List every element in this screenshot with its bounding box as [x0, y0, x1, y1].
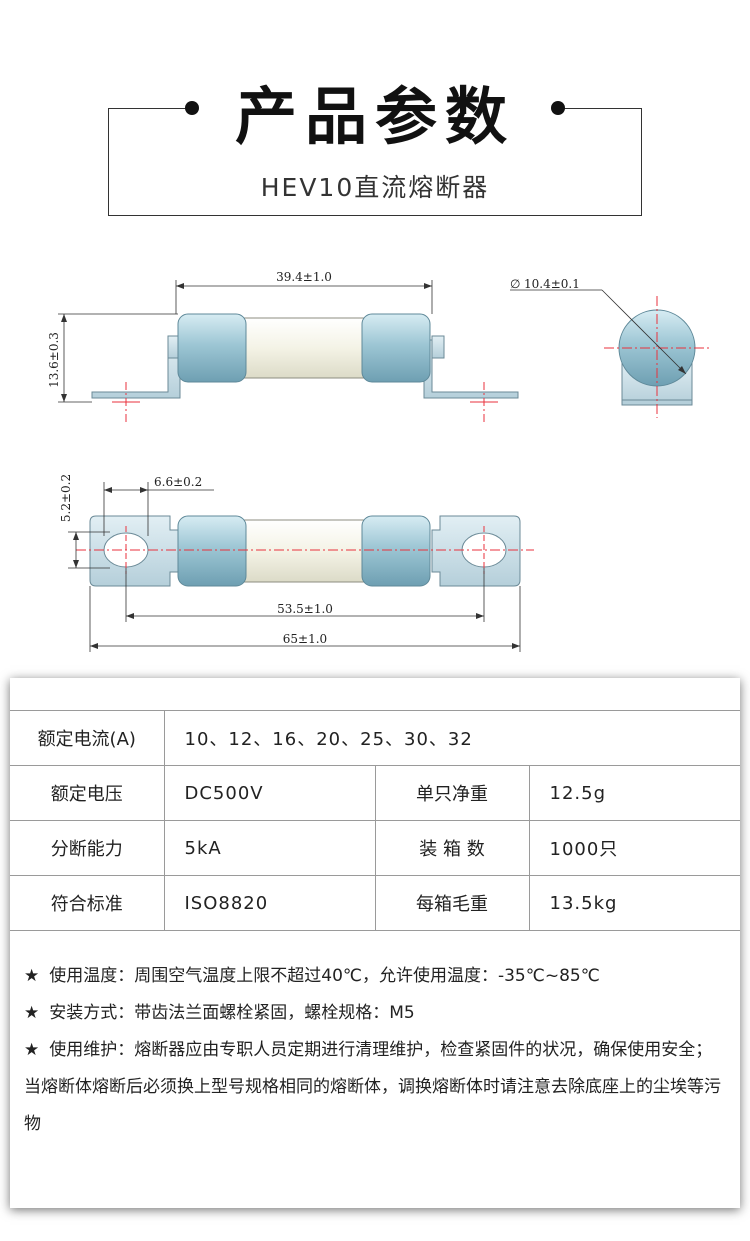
table-row: 符合标准 ISO8820 每箱毛重 13.5kg	[10, 875, 740, 931]
star-icon: ★	[24, 1003, 40, 1023]
top-fuse-body	[243, 519, 365, 583]
standard-label: 符合标准	[10, 875, 164, 931]
top-view: 6.6±0.2 5.2±0.2 53.5±1.0 65±1.0	[59, 474, 534, 652]
rated-current-label: 额定电流(A)	[10, 710, 164, 766]
top-end-cap-right	[361, 515, 431, 587]
table-row: 额定电流(A) 10、12、16、20、25、30、32	[10, 710, 740, 766]
side-end-cap-right	[361, 313, 431, 383]
standard-value: ISO8820	[163, 875, 375, 931]
breaking-capacity-value: 5kA	[163, 820, 375, 876]
title-frame-top-left	[108, 108, 192, 109]
spec-table: 额定电流(A) 10、12、16、20、25、30、32 额定电压 DC500V…	[10, 710, 740, 931]
title-frame	[108, 108, 642, 216]
breaking-capacity-label: 分断能力	[10, 820, 164, 876]
table-row: 分断能力 5kA 装 箱 数 1000只	[10, 820, 740, 876]
note-temperature: ★使用温度：周围空气温度上限不超过40℃，允许使用温度：-35℃~85℃	[24, 966, 600, 986]
end-view: ∅ 10.4±0.1	[510, 277, 710, 418]
top-end-cap-left	[177, 515, 247, 587]
dim-slot-height: 5.2±0.2	[59, 474, 73, 522]
dim-diameter: 10.4±0.1	[524, 277, 580, 291]
dim-height: 13.6±0.3	[47, 332, 61, 388]
table-row: 额定电压 DC500V 单只净重 12.5g	[10, 765, 740, 821]
gross-weight-value: 13.5kg	[528, 875, 740, 931]
title-frame-top-right	[558, 108, 642, 109]
rated-current-value: 10、12、16、20、25、30、32	[163, 710, 740, 766]
diameter-symbol: ∅	[510, 277, 520, 291]
product-subtitle: HEV10直流熔断器	[260, 173, 490, 202]
spec-card: 额定电流(A) 10、12、16、20、25、30、32 额定电压 DC500V…	[10, 678, 740, 1208]
side-stud-right	[431, 335, 445, 359]
gross-weight-label: 每箱毛重	[374, 875, 529, 931]
title-dot-left	[185, 101, 199, 115]
rated-voltage-value: DC500V	[163, 765, 375, 821]
dim-slot-width: 6.6±0.2	[154, 475, 202, 489]
note-maintenance: ★使用维护：熔断器应由专职人员定期进行清理维护，检查紧固件的状况，确保使用安全；…	[24, 1040, 721, 1134]
box-quantity-value: 1000只	[528, 820, 740, 876]
note-installation: ★安装方式：带齿法兰面螺栓紧固，螺栓规格：M5	[24, 1003, 415, 1023]
side-end-cap-left	[177, 313, 247, 383]
side-fuse-body	[243, 317, 365, 379]
net-weight-value: 12.5g	[528, 765, 740, 821]
dim-hole-pitch: 53.5±1.0	[277, 602, 333, 616]
fuse-dimension-drawing: 39.4±1.0 13.6±0.3 ∅ 10.4±0.1	[47, 270, 710, 652]
rated-voltage-label: 额定电压	[10, 765, 164, 821]
side-terminal-left	[91, 339, 181, 399]
side-view: 39.4±1.0 13.6±0.3	[47, 270, 519, 422]
title-dot-right	[551, 101, 565, 115]
box-quantity-label: 装 箱 数	[374, 820, 529, 876]
dim-overall-length: 65±1.0	[283, 632, 327, 646]
usage-notes: ★使用温度：周围空气温度上限不超过40℃，允许使用温度：-35℃~85℃ ★安装…	[24, 958, 724, 1143]
net-weight-label: 单只净重	[374, 765, 529, 821]
page-title: 产品参数	[234, 80, 515, 153]
dim-length: 39.4±1.0	[276, 270, 332, 284]
star-icon: ★	[24, 966, 40, 986]
star-icon: ★	[24, 1040, 40, 1060]
